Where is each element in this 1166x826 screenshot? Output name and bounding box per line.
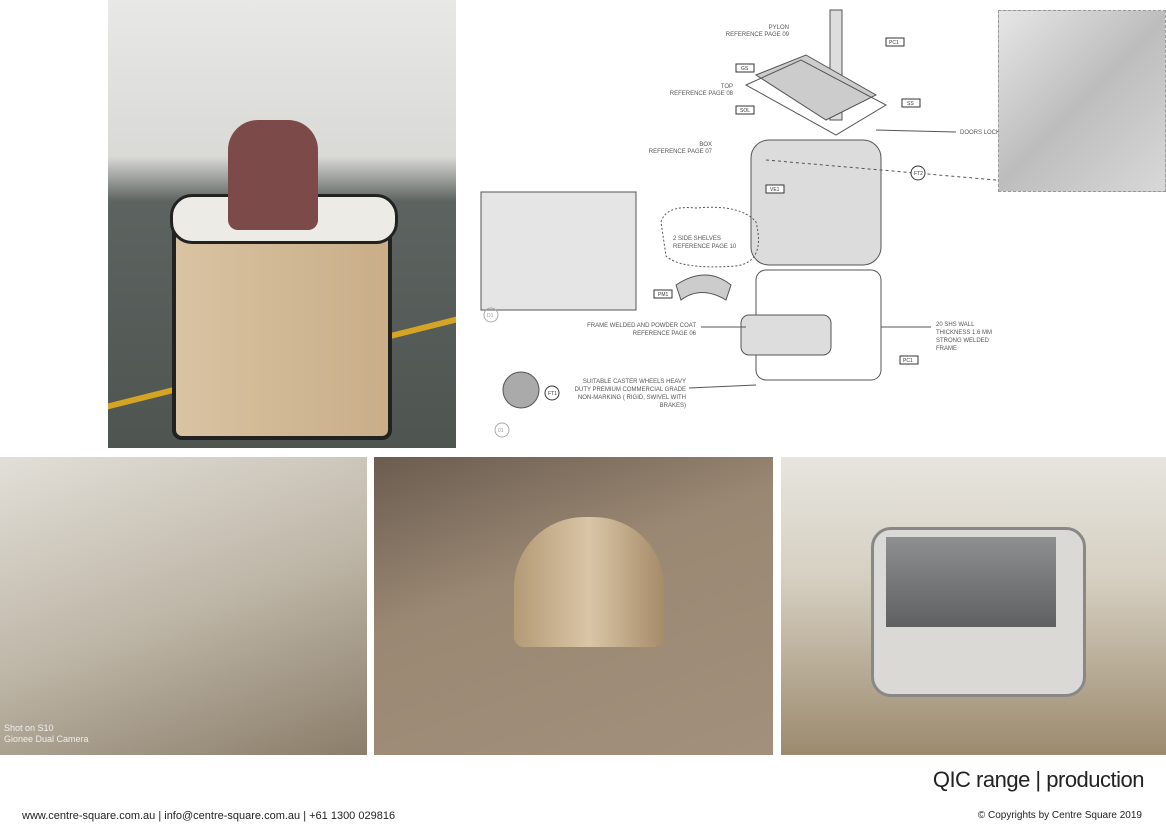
footer-contact: www.centre-square.com.au | info@centre-s… — [22, 810, 396, 822]
tag-gs: GS — [741, 66, 749, 72]
callout-d1: D1 — [487, 313, 494, 319]
label-pylon: PYLON — [769, 25, 789, 31]
label-frame: FRAME WELDED AND POWDER COAT — [587, 323, 696, 329]
watermark-line: Gionee Dual Camera — [4, 734, 89, 744]
photo-sanding-counter — [108, 0, 456, 448]
label-shelves: 2 SIDE SHELVES — [673, 236, 721, 242]
stainless-well — [886, 537, 1056, 627]
label-shs-1: 20 SHS WALL — [936, 322, 975, 328]
label-top-ref: REFERENCE PAGE 08 — [670, 91, 734, 97]
photo-stainless-counter — [781, 457, 1166, 755]
watermark-line: Shot on S10 — [4, 723, 54, 733]
tag-pm1: PM1 — [658, 292, 669, 298]
tag-ss: SS — [907, 101, 914, 107]
tag-ft2: FT2 — [914, 171, 923, 177]
label-pylon-ref: REFERENCE PAGE 09 — [726, 32, 790, 38]
curved-panel — [514, 517, 664, 647]
label-shs-3: STRONG WELDED — [936, 338, 990, 344]
label-shs-2: THICKNESS 1.6 MM — [936, 330, 992, 336]
label-shelves-ref: REFERENCE PAGE 10 — [673, 244, 737, 250]
tag-ft1: FT1 — [548, 391, 557, 397]
worker — [228, 120, 318, 230]
tag-pc1-frame: PC1 — [903, 358, 913, 364]
label-top: TOP — [721, 84, 733, 90]
page-title: QIC range | production — [932, 767, 1145, 792]
label-caster-4: BRAKES) — [660, 403, 686, 409]
detail-d2-view — [998, 10, 1166, 192]
label-caster-3: NON-MARKING ( RIGID, SWIVEL WITH — [578, 395, 686, 401]
label-frame-ref: REFERENCE PAGE 06 — [633, 331, 697, 337]
exploded-assembly-diagram: PYLON REFERENCE PAGE 09 TOP REFERENCE PA… — [480, 9, 1000, 438]
photo-curved-wood-panels — [374, 457, 773, 755]
label-shs-4: FRAME — [936, 346, 957, 352]
tag-ve1: VE1 — [770, 187, 780, 193]
tag-sol: SOL — [740, 108, 750, 114]
tag-pc1: PC1 — [889, 40, 899, 46]
label-box: BOX — [699, 142, 712, 148]
label-caster-1: SUITABLE CASTER WHEELS HEAVY — [583, 379, 686, 385]
camera-watermark: Shot on S10 Gionee Dual Camera — [4, 723, 89, 745]
label-doors-lock: DOORS LOCK — [960, 130, 1000, 136]
label-box-ref: REFERENCE PAGE 07 — [649, 149, 713, 155]
photo-brass-mesh-shelves: Shot on S10 Gionee Dual Camera — [0, 457, 367, 755]
footer-copyright: © Copyrights by Centre Square 2019 — [977, 810, 1142, 821]
callout-01: 01 — [498, 428, 504, 434]
label-caster-2: DUTY PREMIUM COMMERCIAL GRADE — [575, 387, 686, 393]
